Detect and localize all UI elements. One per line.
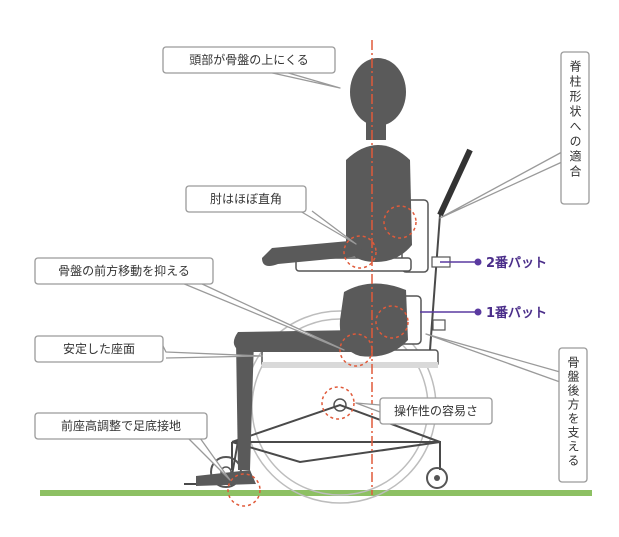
callout-seat: 安定した座面 (34, 335, 263, 363)
label-pad1: 1番パット (486, 305, 547, 321)
label-operability: 操作性の容易さ (394, 403, 478, 418)
label-pad2: 2番パット (486, 255, 547, 271)
label-spine: 脊柱形状への適合 (568, 60, 582, 180)
callout-head: 頭部が骨盤の上にくる (162, 46, 341, 89)
pelvis-forward-highlight (339, 333, 373, 367)
rear-caster (426, 467, 448, 489)
foot-highlight (227, 473, 261, 507)
forearm (262, 240, 362, 266)
label-front-seat: 前座高調整で足底接地 (61, 418, 181, 433)
head (350, 58, 406, 126)
hub-highlight (321, 386, 355, 420)
seated-figure (196, 58, 412, 486)
callout-elbow: 肘はほぼ直角 (185, 185, 357, 245)
pad1-marker: 1番パット (420, 305, 547, 321)
label-pelvis-back: 骨盤後方を支える (566, 356, 580, 468)
label-head: 頭部が骨盤の上にくる (189, 52, 309, 67)
label-elbow: 肘はほぼ直角 (210, 191, 282, 206)
callout-front-seat: 前座高調整で足底接地 (34, 412, 231, 481)
label-seat: 安定した座面 (63, 341, 135, 356)
callout-spine: 脊柱形状への適合 (439, 51, 590, 219)
callout-operability: 操作性の容易さ (355, 397, 493, 425)
pad2-marker: 2番パット (440, 255, 547, 271)
ground-line (40, 490, 592, 496)
label-pelvis-forward: 骨盤の前方移動を抑える (58, 263, 190, 278)
callout-pelvis-back: 骨盤後方を支える (425, 333, 588, 483)
lower-leg (236, 340, 254, 470)
callout-pelvis-forward: 骨盤の前方移動を抑える (34, 257, 345, 351)
elbow-highlight (343, 235, 377, 269)
back-highlight (383, 205, 417, 239)
pelvis-back-highlight (375, 305, 409, 339)
